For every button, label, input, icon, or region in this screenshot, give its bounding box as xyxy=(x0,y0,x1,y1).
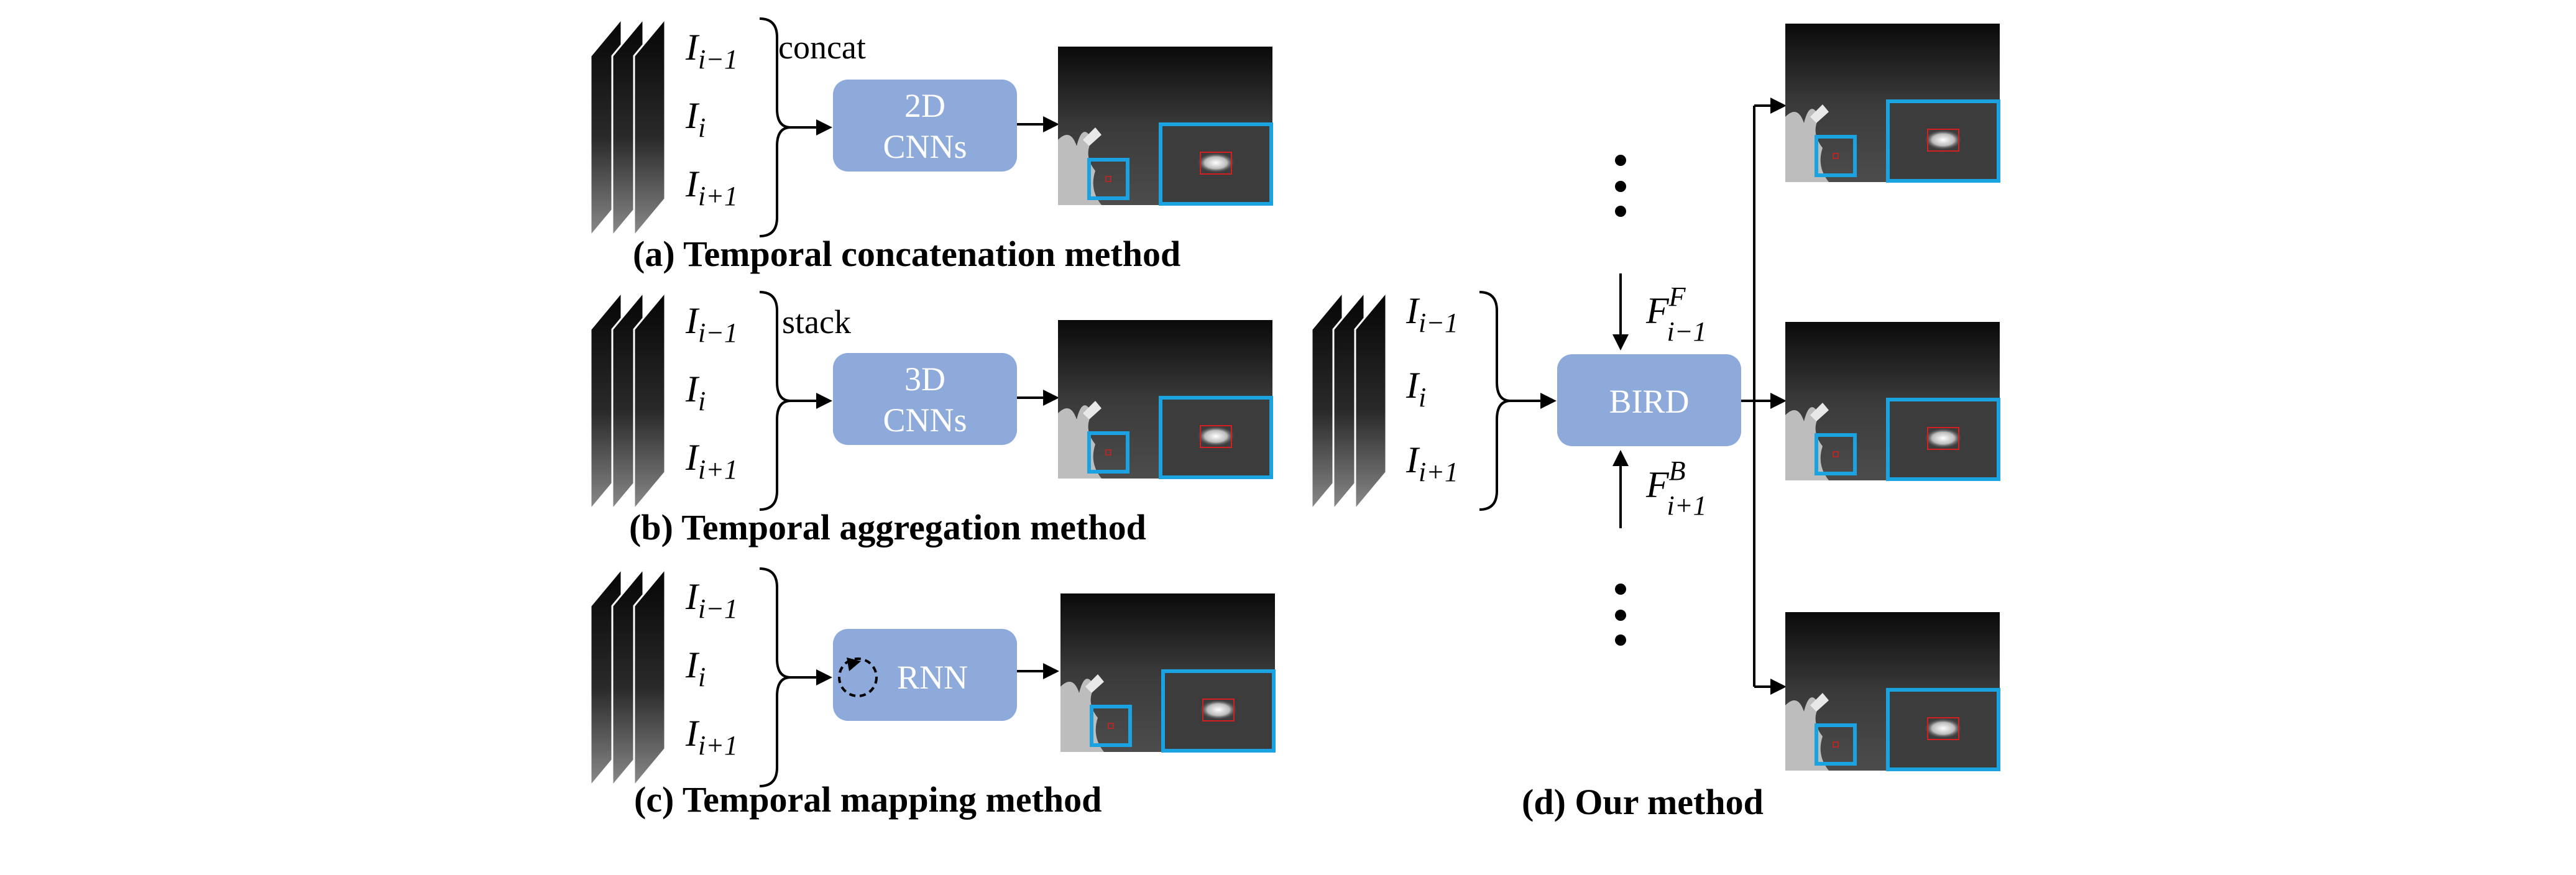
panel-a: Ii−1 Ii Ii+1 concat 2D CNNs (a) Temporal… xyxy=(589,17,1272,274)
frame-label-next: Ii+1 xyxy=(1405,439,1458,487)
input-frame-stack xyxy=(589,17,666,237)
ellipsis-top xyxy=(1615,155,1626,217)
module-label-line1: 2D xyxy=(904,87,945,124)
output-image-bottom xyxy=(1785,612,2000,771)
frame-label-prev: Ii−1 xyxy=(685,27,738,75)
output-image-top xyxy=(1785,24,2000,182)
frame-label-prev: Ii−1 xyxy=(685,576,738,624)
module-box xyxy=(833,629,1017,721)
op-label: concat xyxy=(778,29,866,66)
output-image xyxy=(1058,47,1272,205)
frame-label-next: Ii+1 xyxy=(685,437,738,485)
output-image xyxy=(1058,320,1272,479)
frame-label-cur: Ii xyxy=(685,644,706,692)
module-label-line2: CNNs xyxy=(883,401,967,439)
input-brace xyxy=(758,567,792,787)
module-label-line1: RNN xyxy=(897,659,968,696)
input-frame-stack xyxy=(1310,291,1387,511)
caption: (c) Temporal mapping method xyxy=(634,779,1102,820)
recurrent-loop-icon xyxy=(838,657,878,697)
frame-label-next: Ii+1 xyxy=(685,163,738,211)
frame-label-cur: Ii xyxy=(685,95,706,143)
frame-label-next: Ii+1 xyxy=(685,713,738,761)
output-image-mid xyxy=(1785,322,2000,480)
output-image xyxy=(1060,593,1275,752)
module-label-line1: 3D xyxy=(904,360,945,398)
frame-label-cur: Ii xyxy=(685,369,706,416)
input-brace xyxy=(1478,291,1512,511)
caption: (a) Temporal concatenation method xyxy=(633,234,1180,274)
module-label-line2: CNNs xyxy=(883,128,967,165)
ellipsis-bottom xyxy=(1615,584,1626,646)
module-box xyxy=(833,80,1017,172)
input-frame-stack xyxy=(589,291,666,511)
input-frame-stack xyxy=(589,567,666,787)
caption: (b) Temporal aggregation method xyxy=(629,507,1146,547)
panel-b: Ii−1 Ii Ii+1 stack 3D CNNs (b) Temporal … xyxy=(589,291,1272,547)
op-label: stack xyxy=(782,303,851,341)
bird-module-box xyxy=(1557,354,1741,446)
bird-module-label: BIRD xyxy=(1609,383,1689,420)
frame-label-prev: Ii−1 xyxy=(1405,290,1458,338)
panel-c: Ii−1 Ii Ii+1 RNN (c) Temporal mapping me… xyxy=(589,567,1275,820)
frame-label-prev: Ii−1 xyxy=(685,300,738,348)
caption: (d) Our method xyxy=(1522,782,1764,822)
frame-label-cur: Ii xyxy=(1405,365,1426,413)
module-box xyxy=(833,353,1017,445)
